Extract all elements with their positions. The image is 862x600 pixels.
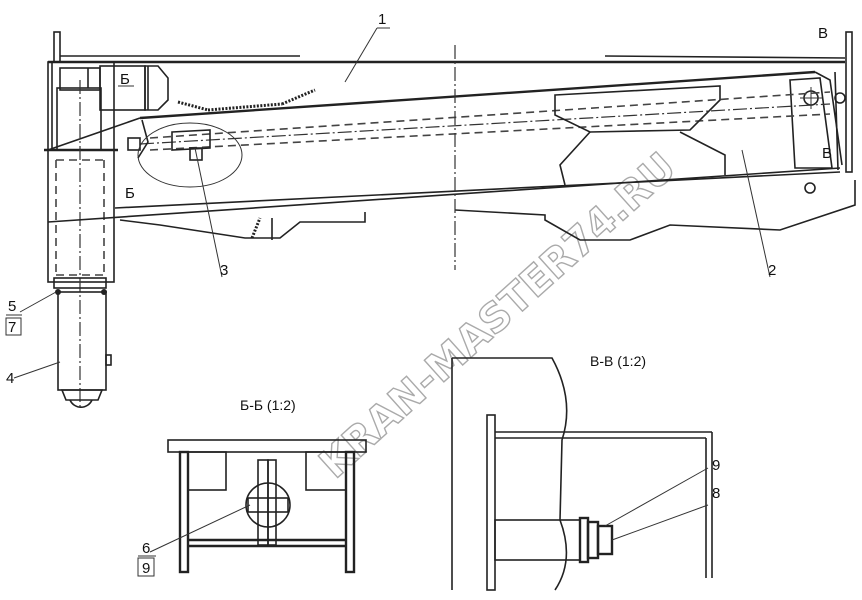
upper-bracket <box>99 65 316 112</box>
section-mark-v-side: В <box>822 145 832 162</box>
boom <box>47 45 856 270</box>
section-vv-title: В-В (1:2) <box>590 353 646 369</box>
callout-6: 6 <box>142 540 150 557</box>
section-bb-title: Б-Б (1:2) <box>240 397 296 413</box>
section-mark-b-bottom: Б <box>125 185 135 202</box>
callout-7: 7 <box>8 319 16 336</box>
callout-2: 2 <box>768 262 776 279</box>
callout-1: 1 <box>378 11 386 28</box>
callouts: 1 2 3 4 5 7 <box>5 11 776 387</box>
column <box>44 61 118 410</box>
top-beam <box>48 31 853 173</box>
callout-9-bb: 9 <box>142 560 150 577</box>
section-bb-view: Б-Б (1:2) 6 9 <box>137 397 367 577</box>
callout-3: 3 <box>220 262 228 279</box>
callout-4: 4 <box>6 370 14 387</box>
callout-9-vv: 9 <box>712 457 720 474</box>
section-vv-view: В-В (1:2) 9 8 <box>451 353 720 591</box>
section-mark-v-top: В <box>818 25 828 42</box>
section-mark-b-top: Б <box>120 71 130 88</box>
callout-5: 5 <box>8 298 16 315</box>
section-marks: Б Б В В <box>118 25 832 202</box>
callout-8: 8 <box>712 485 720 502</box>
